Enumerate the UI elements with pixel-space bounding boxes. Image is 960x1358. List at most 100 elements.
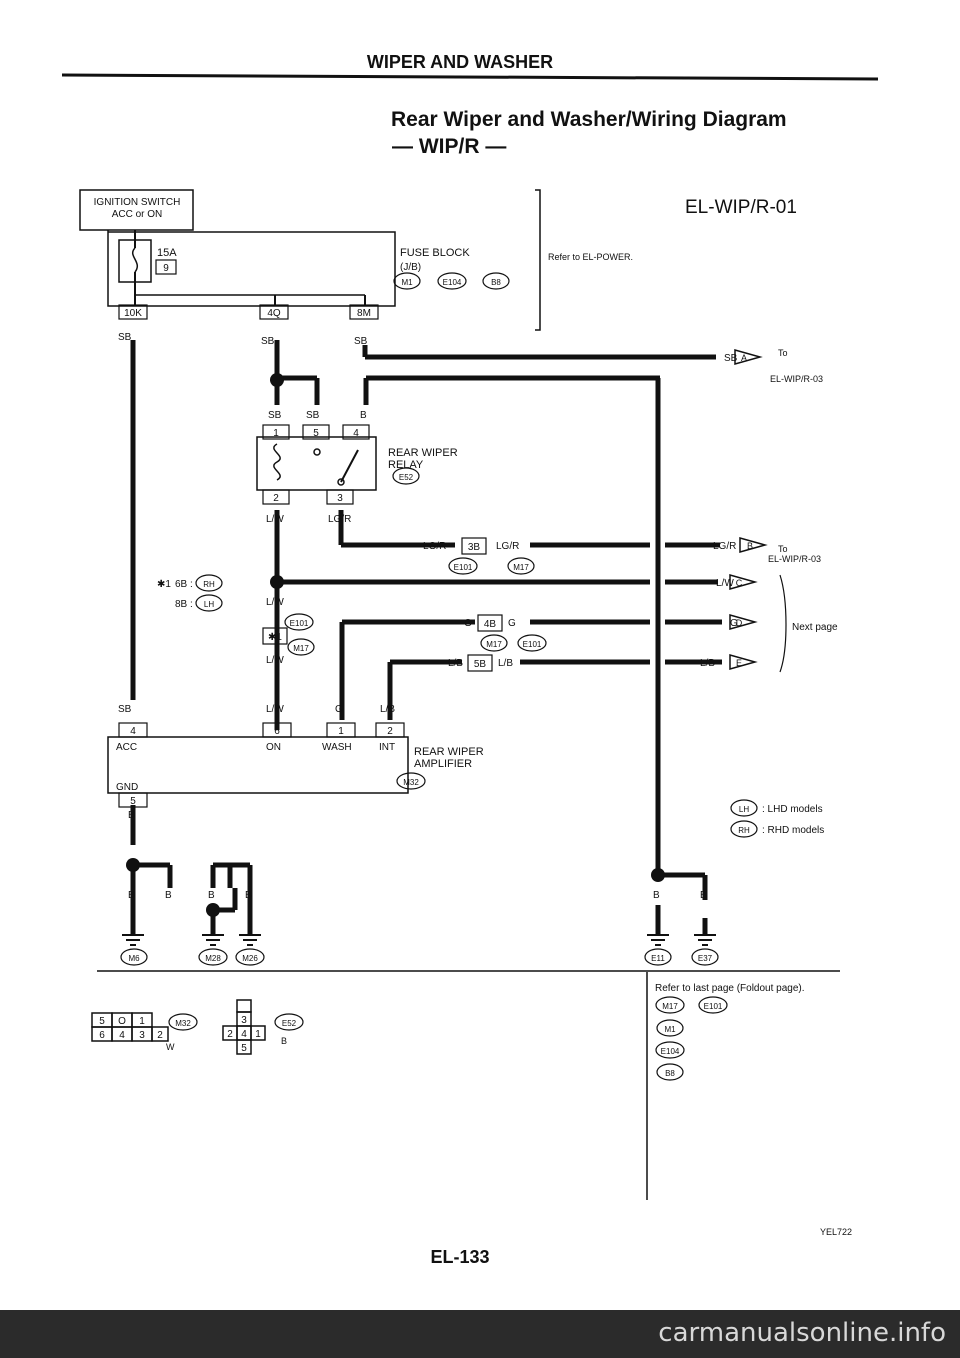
diagram-code: EL-WIP/R-01: [685, 197, 797, 218]
ref-03: EL-WIP/R-03: [770, 374, 823, 384]
ignition-label: IGNITION SWITCH: [94, 197, 181, 208]
output-e: E: [736, 658, 742, 668]
wire-label: L/W: [266, 655, 284, 666]
relay-pin: 5: [313, 428, 319, 439]
refer-item: M17: [662, 1002, 678, 1011]
page-number: EL-133: [430, 1247, 489, 1267]
fuse-block-label: FUSE BLOCK: [400, 247, 470, 259]
fuse-amp: 15A: [157, 247, 177, 259]
amplifier-box: [107, 736, 409, 794]
relay-switch: [340, 449, 359, 483]
wire-label: L/W: [716, 578, 734, 589]
amp-int: INT: [379, 742, 395, 753]
conn-m1: M1: [401, 278, 413, 287]
joint-3b: 3B: [468, 542, 481, 553]
amp-label: AMPLIFIER: [414, 758, 472, 770]
wire-label: B: [360, 410, 367, 421]
wire-label: L/W: [266, 704, 284, 715]
pin-10k-label: 10K: [124, 308, 142, 319]
wire-label: SB: [354, 336, 368, 347]
e52-pin: 4: [241, 1029, 247, 1040]
output-c: C: [736, 578, 743, 588]
m32-pin: 3: [139, 1030, 145, 1041]
conn-e101: E101: [290, 619, 309, 628]
header-rule: [61, 73, 879, 81]
wire-label: SB: [724, 353, 738, 364]
star-note: ✱1: [157, 579, 171, 590]
wire-label: SB: [118, 332, 132, 343]
m32-pin: 4: [119, 1030, 125, 1041]
legend-rh-tag: RH: [738, 826, 750, 835]
m32-color: W: [166, 1042, 175, 1052]
wire-label: SB: [268, 410, 282, 421]
diagram-title: Rear Wiper and Washer/Wiring Diagram: [391, 108, 787, 131]
e52-pin: 2: [227, 1029, 233, 1040]
m32-pin: 6: [99, 1030, 105, 1041]
refer-item: B8: [665, 1069, 675, 1078]
star-8b: 8B :: [175, 599, 193, 610]
wire-label: LG/R: [496, 541, 519, 552]
rh-tag: RH: [203, 580, 215, 589]
ground-e37: E37: [698, 954, 713, 963]
to-label: To: [778, 544, 788, 554]
amp-acc: ACC: [116, 742, 137, 753]
fuse-num: 9: [163, 263, 169, 274]
amp-conn: M32: [403, 778, 419, 787]
amp-gnd: GND: [116, 782, 138, 793]
e52-pin: 5: [241, 1043, 247, 1054]
relay-box: [256, 436, 377, 491]
m32-pin: 5: [99, 1016, 105, 1027]
lh-tag: LH: [204, 600, 214, 609]
relay-pin: 3: [337, 493, 343, 504]
amp-pin: 2: [387, 726, 393, 737]
wire-label: G: [508, 618, 516, 629]
relay-label: RELAY: [388, 459, 424, 471]
junction-dot: [270, 373, 284, 387]
wire-label: L/B: [498, 658, 513, 669]
ignition-state: ACC or ON: [112, 209, 163, 220]
junction-dot: [206, 903, 220, 917]
next-page: Next page: [792, 622, 838, 633]
wire-label: SB: [306, 410, 320, 421]
conn-e101: E101: [523, 640, 542, 649]
e52-conn: E52: [282, 1019, 297, 1028]
relay-pin: 2: [273, 493, 279, 504]
e52-color: B: [281, 1036, 287, 1046]
wire-label: L/B: [448, 658, 463, 669]
pin-8m-label: 8M: [357, 308, 371, 319]
wire-label: B: [653, 890, 660, 901]
to-label: To: [778, 348, 788, 358]
wire-label: LG/R: [713, 541, 736, 552]
ground-m6: M6: [128, 954, 140, 963]
wire-label: B: [128, 890, 135, 901]
refer-item: E101: [704, 1002, 723, 1011]
output-d: D: [736, 618, 743, 628]
junction-dot: [270, 575, 284, 589]
pin-4q-label: 4Q: [267, 308, 281, 319]
m32-pin: 2: [157, 1030, 163, 1041]
ref-03: EL-WIP/R-03: [768, 554, 821, 564]
legend-rh-text: : RHD models: [762, 825, 824, 836]
wire-label: B: [245, 890, 252, 901]
watermark-bar: carmanualsonline.info: [0, 1310, 960, 1358]
junction-dot: [126, 858, 140, 872]
m32-pin: O: [118, 1016, 126, 1027]
relay-conn: E52: [399, 473, 414, 482]
junction-dot: [651, 868, 665, 882]
output-b: B: [747, 541, 753, 551]
joint-5b: 5B: [474, 659, 487, 670]
wire-label: L/W: [266, 514, 284, 525]
amp-label: REAR WIPER: [414, 746, 484, 758]
power-bracket: [535, 189, 541, 331]
amp-pin: 5: [130, 796, 136, 807]
wire-label: LG/R: [328, 514, 351, 525]
wire-label: G: [730, 618, 738, 629]
watermark-text: carmanualsonline.info: [658, 1318, 946, 1348]
amp-pin: 1: [338, 726, 344, 737]
conn-e104: E104: [443, 278, 462, 287]
relay-coil: [273, 443, 281, 481]
wire-label: B: [128, 810, 135, 821]
wire-label: L/B: [700, 658, 715, 669]
relay-pin: 4: [353, 428, 359, 439]
refer-item: E104: [661, 1047, 680, 1056]
